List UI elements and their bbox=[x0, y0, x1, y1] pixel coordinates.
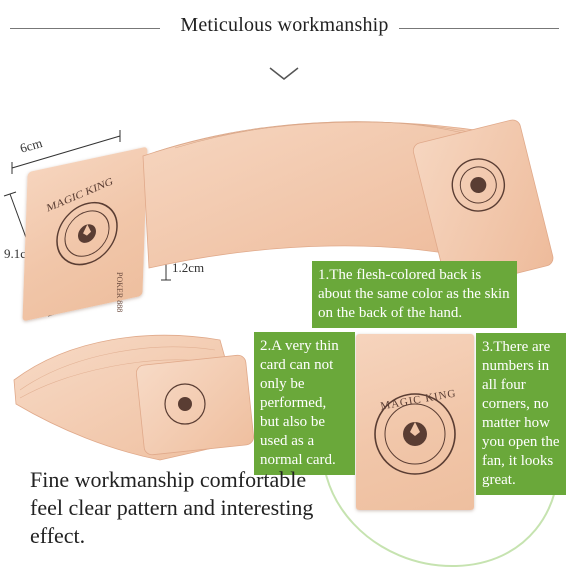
deck-box: MAGIC KING bbox=[22, 146, 148, 322]
chevron-down-icon bbox=[269, 67, 299, 80]
thickness-label: 1.2cm bbox=[172, 260, 205, 275]
dimension-width-line bbox=[11, 130, 121, 174]
decorative-circle bbox=[321, 419, 560, 568]
callout-thin-card: 2.A very thin card can not only be perfo… bbox=[254, 332, 355, 475]
magic-king-emblem-icon bbox=[56, 201, 118, 266]
page-title: Meticulous workmanship bbox=[0, 14, 569, 37]
callout-corners: 3.There are numbers in all four corners,… bbox=[476, 333, 566, 495]
caption: Fine workmanship comfortable feel clear … bbox=[30, 467, 314, 548]
header-rule-right bbox=[394, 28, 559, 29]
magic-king-emblem-icon bbox=[374, 393, 456, 475]
callout-back-color: 1.The flesh-colored back is about the sa… bbox=[312, 261, 517, 328]
card-fan-top bbox=[142, 119, 554, 280]
header-rule-left bbox=[10, 28, 160, 29]
deck-box-front: MAGIC KING bbox=[356, 334, 474, 510]
deck-box-side-text: POKER 888 bbox=[115, 272, 124, 313]
card-fan-bottom bbox=[13, 334, 255, 461]
